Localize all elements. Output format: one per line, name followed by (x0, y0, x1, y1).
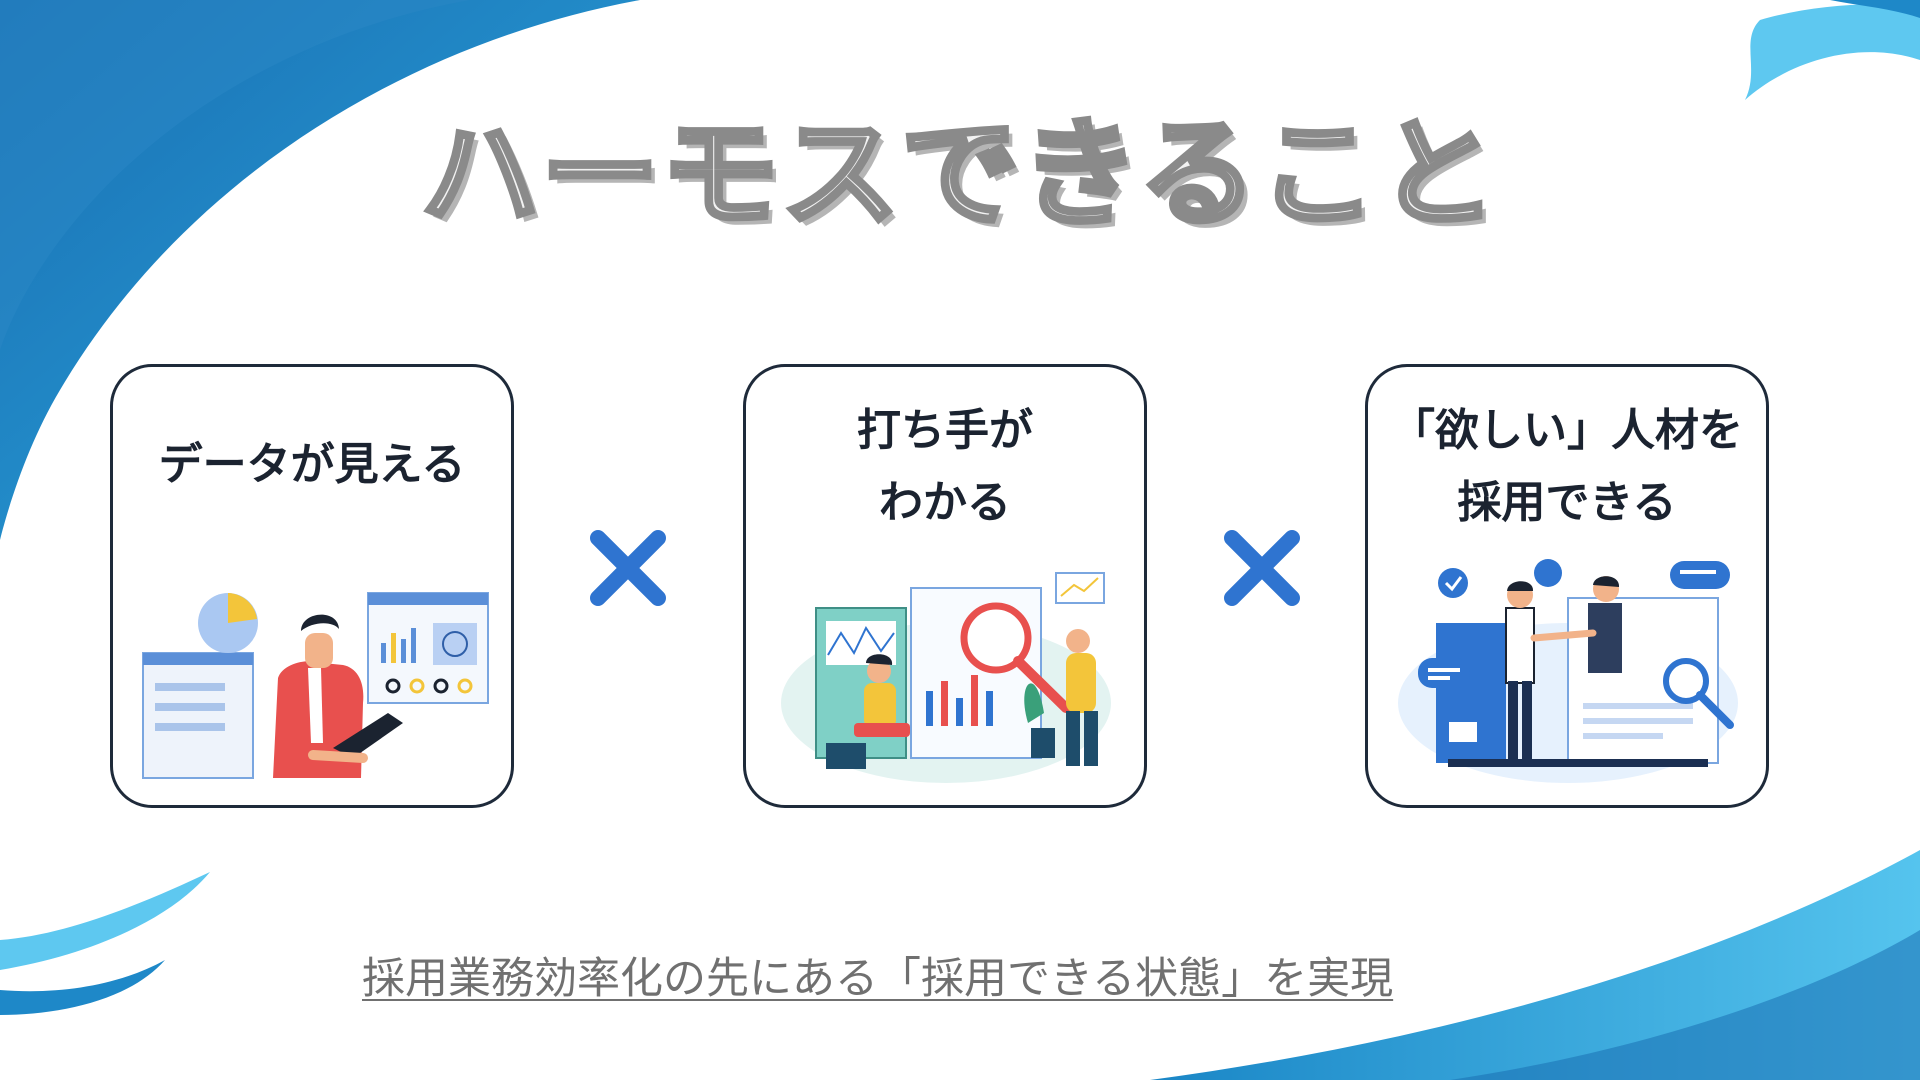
card-title: 「欲しい」人材を 採用できる (1391, 405, 1743, 528)
handshake-hiring-illustration (1398, 559, 1738, 783)
page-title: ハーモスできること (419, 103, 1500, 246)
tagline: 採用業務効率化の先にある「採用できる状態」を実現 (362, 954, 1394, 1004)
data-analyst-laptop-illustration (142, 592, 489, 779)
feature-card-hiring: 「欲しい」人材を 採用できる (1365, 364, 1769, 808)
times-icon (590, 530, 666, 606)
times-icon (1224, 530, 1300, 606)
card-title: データが見える (158, 439, 466, 490)
feature-card-insight: 打ち手が わかる (743, 364, 1147, 808)
analytics-magnifier-illustration (781, 572, 1111, 783)
card-title: 打ち手が わかる (857, 405, 1033, 528)
feature-card-data: データが見える (110, 364, 514, 808)
